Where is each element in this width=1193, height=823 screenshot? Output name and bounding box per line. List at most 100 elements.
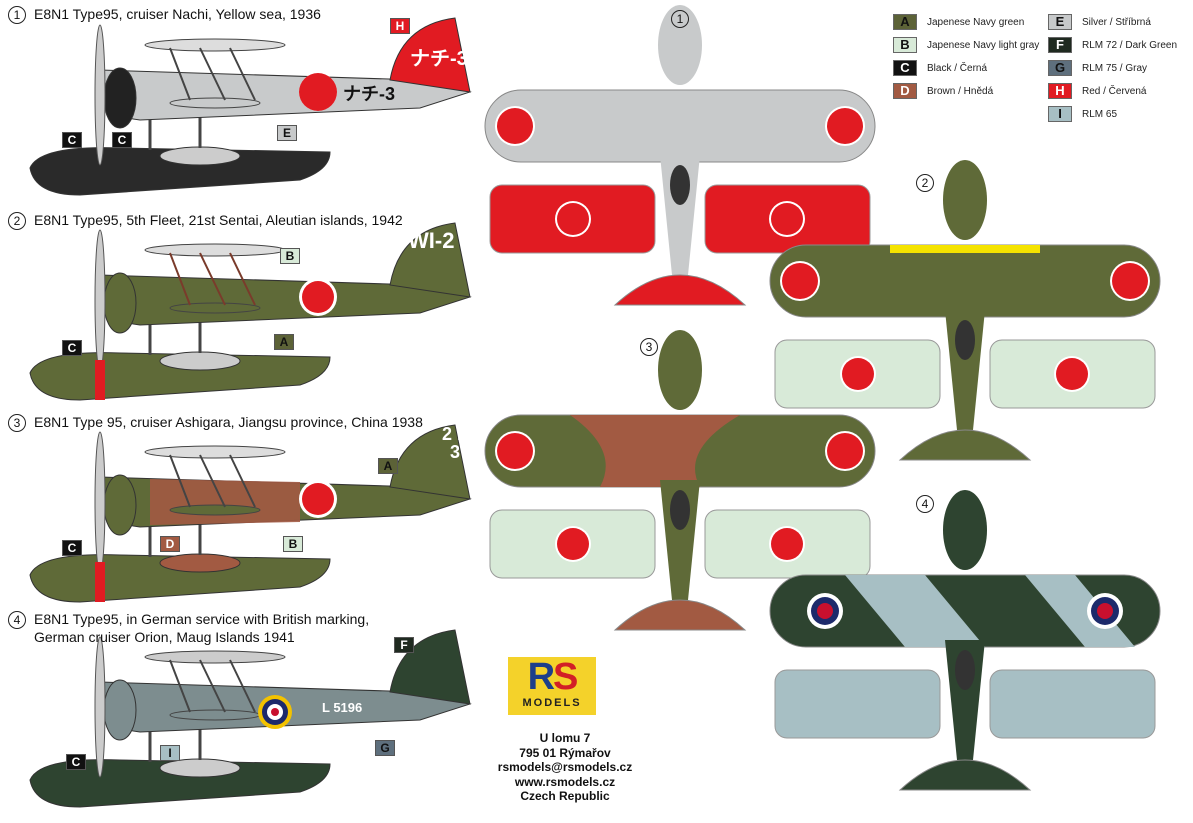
fuselage-code-4: L 5196 — [322, 700, 363, 715]
upper-wing — [144, 650, 286, 664]
engine-cowling — [103, 67, 137, 129]
wing-strut — [169, 47, 191, 101]
upper-wing — [144, 445, 286, 459]
yellow-band — [890, 245, 1040, 253]
hinomaru — [497, 108, 533, 144]
color-callout-G: G — [375, 740, 395, 756]
legend-swatch: I — [1048, 106, 1072, 122]
upper-wing — [144, 243, 286, 257]
top-view-number: 2 — [916, 174, 942, 192]
cockpit — [955, 650, 975, 690]
wing-strut — [229, 454, 256, 508]
hinomaru — [827, 108, 863, 144]
float-band — [95, 562, 105, 602]
engine-cowling — [103, 679, 137, 741]
cockpit — [670, 490, 690, 530]
tail-code-1: ナチ-3 — [410, 48, 468, 70]
cockpit — [955, 320, 975, 360]
raf-roundel — [1097, 603, 1113, 619]
color-callout-C: C — [62, 340, 82, 356]
wing-strut — [229, 47, 256, 101]
side-view-3 — [29, 424, 472, 603]
top-view-2 — [769, 160, 1161, 461]
legend-swatch: H — [1048, 83, 1072, 99]
main-float — [29, 147, 331, 196]
brown-camo — [150, 479, 300, 525]
hinomaru — [302, 483, 334, 515]
brown-camo — [570, 415, 740, 487]
color-callout-H: H — [390, 18, 410, 34]
color-callout-C: C — [66, 754, 86, 770]
upper-wing-top — [484, 89, 876, 163]
hinomaru — [497, 433, 533, 469]
engine-cowling — [103, 272, 137, 334]
top-view-number: 1 — [671, 10, 697, 28]
float-detail — [159, 758, 241, 778]
wing-strut — [229, 659, 256, 713]
color-callout-C: C — [112, 132, 132, 148]
color-callout-D: D — [160, 536, 180, 552]
float-detail — [159, 351, 241, 371]
tail-code-2: WI-2 — [408, 228, 455, 253]
side-view-4 — [29, 629, 472, 808]
tailplane — [898, 759, 1032, 791]
legend-swatch: D — [893, 83, 917, 99]
tailplane — [613, 599, 747, 631]
color-callout-F: F — [394, 637, 414, 653]
tailplane — [898, 429, 1032, 461]
top-view-3 — [484, 330, 876, 631]
hinomaru — [1112, 263, 1148, 299]
cockpit — [670, 165, 690, 205]
nose-spinner — [658, 330, 702, 410]
raf-roundel — [271, 708, 279, 716]
hinomaru — [299, 73, 337, 111]
color-callout-C: C — [62, 540, 82, 556]
wing-strut — [169, 659, 191, 713]
hinomaru — [782, 263, 818, 299]
propeller — [94, 24, 106, 166]
wing-strut — [169, 454, 191, 508]
propeller — [94, 229, 106, 371]
legend-label: Japenese Navy green — [927, 16, 1025, 28]
light-camo — [845, 575, 1135, 647]
hinomaru — [302, 281, 334, 313]
wing-strut — [199, 252, 226, 306]
side-view-1 — [29, 17, 472, 196]
wing-strut — [199, 659, 226, 713]
legend-item-B: B Japenese Navy light gray — [893, 37, 1039, 53]
color-callout-B: B — [283, 536, 303, 552]
tailplane — [613, 274, 747, 306]
hinomaru — [827, 433, 863, 469]
hinomaru — [557, 203, 589, 235]
legend-label: Japenese Navy light gray — [927, 39, 1040, 51]
top-view-4 — [769, 490, 1161, 791]
vertical-tail — [389, 17, 471, 93]
top-view-1 — [484, 5, 876, 306]
tail-code-3: 2 I-3 — [441, 424, 468, 462]
hinomaru — [842, 358, 874, 390]
hinomaru — [557, 528, 589, 560]
propeller — [94, 431, 106, 573]
legend-swatch: B — [893, 37, 917, 53]
legend-label: Silver / Stříbrná — [1082, 16, 1151, 28]
top-view-number: 4 — [916, 495, 942, 513]
color-callout-E: E — [277, 125, 297, 141]
hinomaru — [1056, 358, 1088, 390]
color-callout-B: B — [280, 248, 300, 264]
float-detail — [159, 553, 241, 573]
nose-spinner — [943, 490, 987, 570]
hinomaru — [771, 528, 803, 560]
lower-wing — [169, 504, 261, 516]
rs-models-logo: RS MODELS — [508, 657, 596, 715]
color-callout-A: A — [274, 334, 294, 350]
